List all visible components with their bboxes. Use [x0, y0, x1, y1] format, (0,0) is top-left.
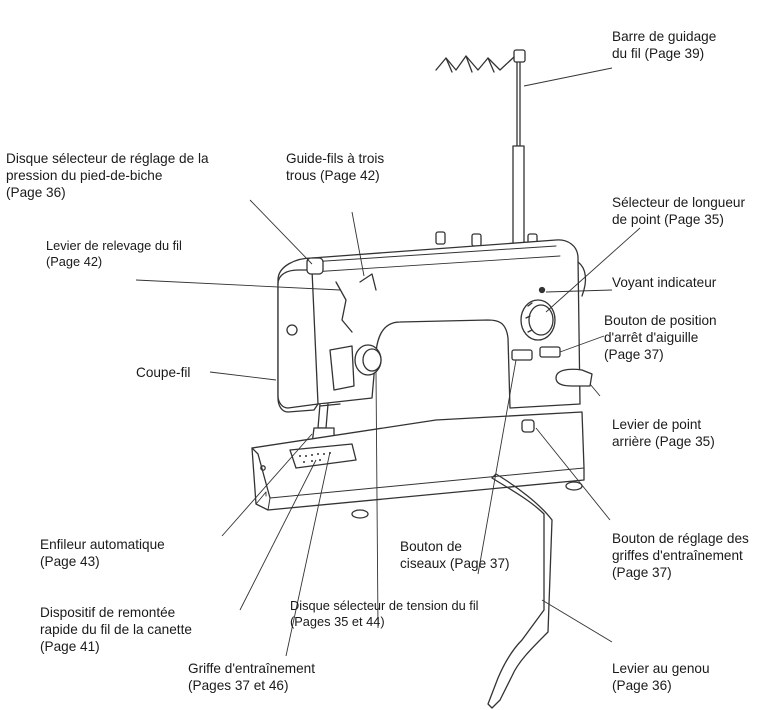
spool-pin-a	[435, 231, 446, 245]
needle-position-button	[539, 346, 561, 358]
reverse-lever	[555, 368, 593, 387]
label-auto-threader: Enfileur automatique(Page 43)	[40, 537, 165, 569]
take-up-lever	[335, 281, 353, 333]
machine-bed	[251, 411, 585, 511]
label-take-up-lever: Levier de relevage du fil(Page 42)	[46, 238, 182, 269]
spool-pin-b	[471, 233, 482, 247]
label-feed-dog: Griffe d'entraînement(Pages 37 et 46)	[188, 661, 316, 693]
label-knee-lifter: Levier au genou(Page 36)	[612, 661, 710, 693]
feed-dog-knob	[521, 419, 535, 433]
head-front	[277, 269, 319, 409]
label-thread-cutter: Coupe-fil	[136, 365, 191, 380]
pressure-dial	[306, 257, 324, 275]
thread-guide-bar	[435, 49, 526, 259]
label-indicator-lamp: Voyant indicateur	[612, 275, 717, 290]
foot-a	[351, 509, 369, 519]
label-tension-dial: Disque sélecteur de tension du fil(Pages…	[290, 598, 479, 629]
three-hole-guide	[359, 273, 377, 291]
tension-dial	[354, 344, 382, 376]
needle-bar	[317, 403, 329, 429]
scissors-button	[511, 349, 533, 361]
needle-plate	[289, 443, 357, 469]
knee-lifter	[487, 473, 553, 709]
indicator-lamp	[538, 286, 546, 294]
foot-b	[565, 481, 583, 491]
stitch-length-dial	[520, 299, 556, 341]
